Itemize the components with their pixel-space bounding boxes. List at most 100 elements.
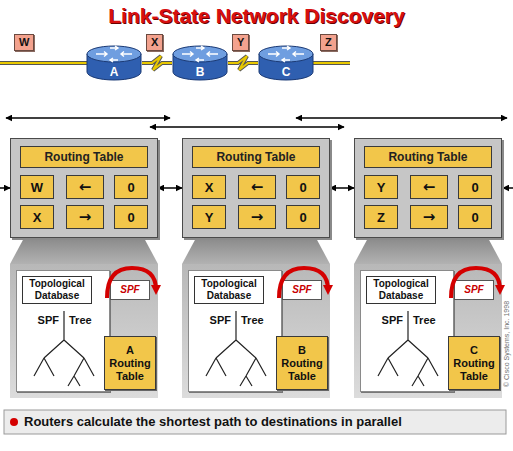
table-value: 0 xyxy=(299,180,306,195)
tree-label: SPF xyxy=(17,313,59,327)
router-table-box: A Routing Table xyxy=(104,336,156,390)
router-arrows xyxy=(182,46,218,62)
direction-arrow: ← xyxy=(251,178,264,196)
table-value: 0 xyxy=(471,180,478,195)
spf-art xyxy=(378,268,500,386)
table-label: B Routing Table xyxy=(278,344,326,383)
table-value: 0 xyxy=(127,180,134,195)
spf-label: SPF xyxy=(292,284,311,296)
routing-table-panel: W←0X→0Routing Table xyxy=(10,138,158,238)
spf-tree xyxy=(378,311,438,386)
spf-art xyxy=(206,268,328,386)
router-arrows xyxy=(268,46,304,62)
projection xyxy=(354,238,502,398)
serial-link xyxy=(228,56,258,70)
table-label: A Routing Table xyxy=(106,344,154,383)
projection-beam xyxy=(354,238,502,264)
table-cell: 0 xyxy=(286,175,320,199)
serial-link xyxy=(142,56,172,70)
router-table-box: C Routing Table xyxy=(448,336,500,390)
database-title: Topological Database xyxy=(366,276,436,304)
routing-table-panel: X←0Y→0Routing Table xyxy=(182,138,330,238)
watermark-box: © Cisco Systems, Inc. 1998 xyxy=(503,289,511,399)
projection-beam xyxy=(182,238,330,264)
table-value: Y xyxy=(377,180,386,195)
table-cell: 0 xyxy=(114,205,148,229)
spf-art xyxy=(34,268,156,386)
side-arrow xyxy=(0,187,10,189)
watermark: © Cisco Systems, Inc. 1998 xyxy=(503,301,510,387)
tree-label: Tree xyxy=(241,313,264,327)
topological-database-panel: Topological DatabaseSPF Tree xyxy=(188,270,282,392)
network-label: Y xyxy=(232,34,249,51)
direction-cell: → xyxy=(410,205,448,229)
router-top xyxy=(173,46,227,62)
spf-tree-row: SPFTree xyxy=(361,313,453,327)
spf-badge: SPF xyxy=(454,280,494,300)
router-top xyxy=(87,46,141,62)
direction-arrow: → xyxy=(423,208,436,226)
title-box: Link-State Network Discovery xyxy=(0,3,513,29)
tree-label: SPF xyxy=(189,313,231,327)
direction-cell: → xyxy=(66,205,104,229)
table-value: 0 xyxy=(299,210,306,225)
topological-database-panel: Topological DatabaseSPFTree xyxy=(360,270,454,392)
caption-box: Routers calculate the shortest path to d… xyxy=(24,410,402,434)
router-name: B xyxy=(196,65,205,79)
spf-cycle-arrow xyxy=(107,268,156,298)
caption-text: Routers calculate the shortest path to d… xyxy=(24,414,402,429)
network-name: X xyxy=(151,36,158,49)
topological-database-panel: Topological DatabaseSPF Tree xyxy=(16,270,110,392)
network-name: W xyxy=(19,36,29,49)
projection-backdrop xyxy=(10,264,158,398)
network-label: Z xyxy=(320,34,337,51)
table-cell: Z xyxy=(364,205,398,229)
link-stub-outline xyxy=(0,61,96,65)
table-cell: 0 xyxy=(114,175,148,199)
spf-label: SPF xyxy=(464,284,483,296)
router-arrows xyxy=(96,46,132,62)
spf-badge: SPF xyxy=(282,280,322,300)
table-cell: W xyxy=(20,175,54,199)
router-icon: B xyxy=(172,44,228,82)
network-name: Y xyxy=(237,36,244,49)
projection xyxy=(10,238,158,398)
table-cell: X xyxy=(192,175,226,199)
direction-cell: ← xyxy=(66,175,104,199)
table-heading: Routing Table xyxy=(20,146,148,168)
projection-backdrop xyxy=(354,264,502,398)
diagram-title: Link-State Network Discovery xyxy=(108,3,404,29)
direction-arrow: ← xyxy=(79,178,92,196)
link-outline xyxy=(142,56,172,70)
exchange-arrow xyxy=(158,187,182,189)
network-label: W xyxy=(14,34,34,51)
direction-cell: ← xyxy=(410,175,448,199)
table-cell: Y xyxy=(192,205,226,229)
table-value: 0 xyxy=(471,210,478,225)
spf-tree-row: SPF Tree xyxy=(189,313,281,327)
network-label: X xyxy=(146,34,163,51)
direction-arrow: → xyxy=(79,208,92,226)
database-title: Topological Database xyxy=(22,276,92,304)
routing-table-panel: Y←0Z→0Routing Table xyxy=(354,138,502,238)
spf-cycle-arrow xyxy=(451,268,500,298)
flood-arrow xyxy=(150,126,344,128)
router-name: C xyxy=(282,65,291,79)
tree-label: Tree xyxy=(69,313,92,327)
table-value: W xyxy=(31,180,43,195)
direction-arrow: ← xyxy=(423,178,436,196)
direction-arrow: → xyxy=(251,208,264,226)
tree-label: Tree xyxy=(413,313,436,327)
table-cell: Y xyxy=(364,175,398,199)
spf-cycle-arrow xyxy=(279,268,328,298)
table-cell: 0 xyxy=(458,175,492,199)
exchange-arrow xyxy=(330,187,354,189)
database-title: Topological Database xyxy=(194,276,264,304)
direction-cell: ← xyxy=(238,175,276,199)
table-heading: Routing Table xyxy=(364,146,492,168)
projection-beam xyxy=(10,238,158,264)
flood-arrow xyxy=(6,117,170,119)
table-value: Y xyxy=(205,210,214,225)
